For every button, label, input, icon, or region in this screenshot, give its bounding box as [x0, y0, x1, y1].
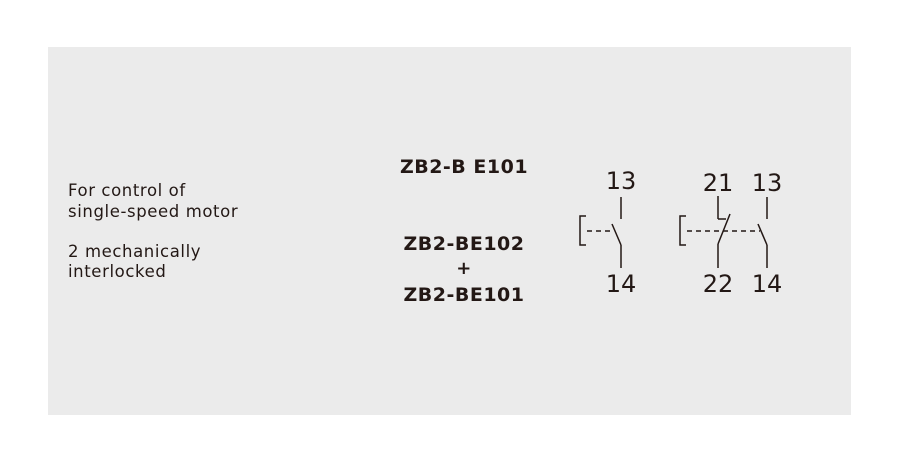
- description-line-2: single-speed motor: [68, 202, 239, 221]
- nc-no-contact-symbol: [679, 196, 768, 268]
- description-line-3: 2 mechanically: [68, 242, 202, 261]
- nc-contact-blade: [717, 213, 731, 245]
- terminal-14-label: 14: [752, 270, 783, 298]
- actuator-bracket: [579, 215, 586, 246]
- model-combo-plus: +: [456, 258, 472, 279]
- no-contact-blade: [757, 223, 768, 246]
- description-line-4: interlocked: [68, 262, 167, 281]
- model-combo-top: ZB2-BE102: [403, 233, 525, 255]
- terminal-13-label: 13: [606, 167, 637, 195]
- model-single: ZB2-B E101: [399, 156, 529, 178]
- description-line-1: For control of: [68, 181, 186, 200]
- terminal-21-label: 21: [703, 169, 734, 197]
- actuator-bracket: [679, 215, 686, 246]
- no-contact-blade: [611, 223, 622, 246]
- terminal-22-label: 22: [703, 270, 734, 298]
- model-combo-bottom: ZB2-BE101: [403, 284, 525, 306]
- terminal-14-label: 14: [606, 270, 637, 298]
- no-contact-symbol: [579, 197, 622, 268]
- terminal-13-label: 13: [752, 169, 783, 197]
